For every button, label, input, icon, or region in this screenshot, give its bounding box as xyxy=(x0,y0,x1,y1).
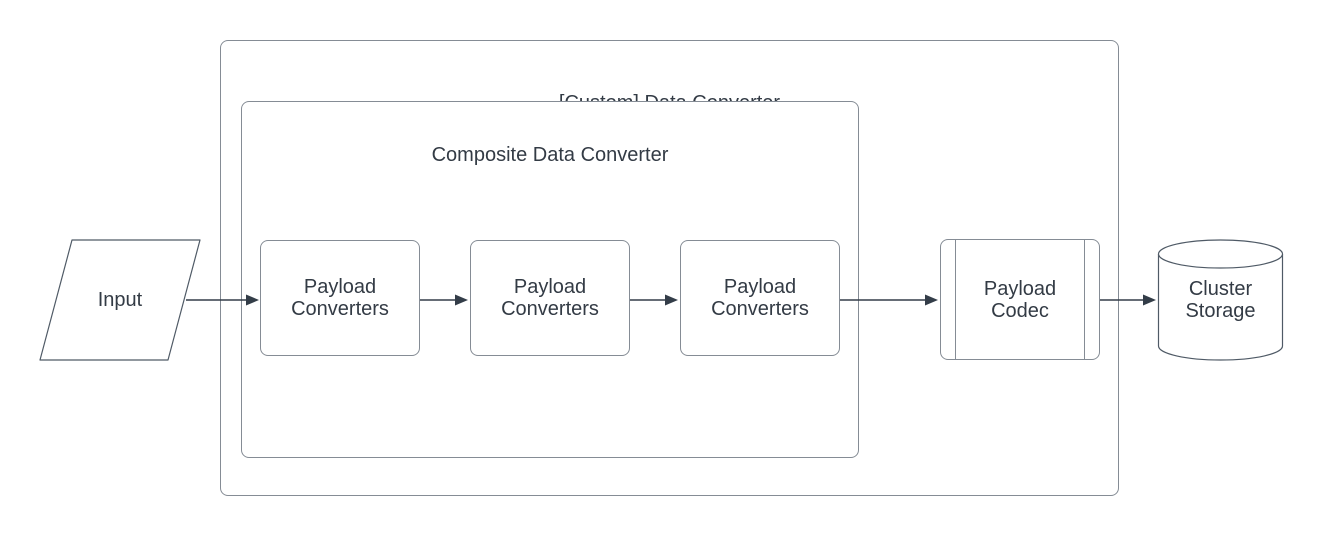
codec-left-divider xyxy=(955,240,956,359)
codec-right-divider xyxy=(1084,240,1085,359)
payload-converters-label-1: Payload Converters xyxy=(291,276,389,320)
payload-converters-label-3: Payload Converters xyxy=(711,276,809,320)
payload-codec-box: Payload Codec xyxy=(940,239,1100,360)
payload-converters-box-1: Payload Converters xyxy=(260,240,420,356)
cluster-storage-label: Cluster Storage xyxy=(1159,256,1282,344)
payload-codec-label: Payload Codec xyxy=(983,277,1057,322)
payload-converters-box-2: Payload Converters xyxy=(470,240,630,356)
cluster-storage-label-text: Cluster Storage xyxy=(1185,278,1256,322)
composite-data-converter-label: Composite Data Converter xyxy=(431,144,669,166)
input-label: Input xyxy=(40,240,200,360)
payload-converters-label-2: Payload Converters xyxy=(501,276,599,320)
payload-converters-box-3: Payload Converters xyxy=(680,240,840,356)
input-label-text: Input xyxy=(97,289,143,311)
